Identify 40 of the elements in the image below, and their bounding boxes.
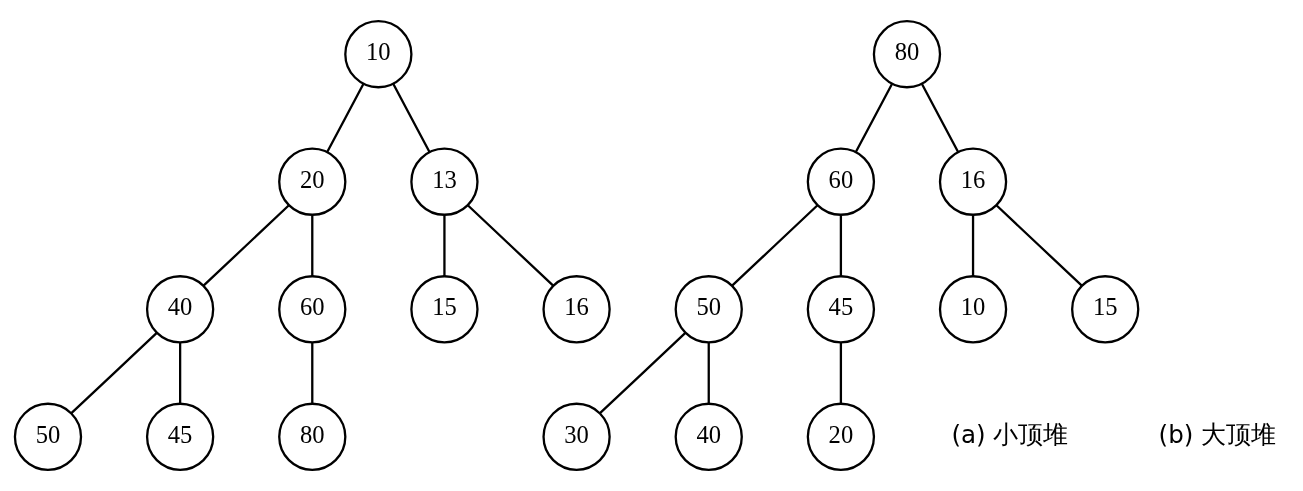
connector [995,204,1083,287]
connector [392,83,431,153]
connector [179,342,182,404]
node-circle: 10 [344,20,413,89]
connector [854,83,893,153]
node-circle: 45 [806,275,876,344]
connector [599,332,686,415]
node-circle: 40 [674,402,743,471]
node-circle: 20 [806,402,876,471]
connector [311,215,314,277]
connector [443,215,446,277]
node-circle: 60 [806,147,876,216]
node-circle: 40 [145,275,215,344]
node-circle: 15 [1071,275,1140,344]
node-circle: 60 [278,275,347,344]
node-circle: 80 [278,402,347,471]
connector [202,204,290,287]
node-circle: 20 [278,147,347,216]
connector [731,204,819,287]
node-circle: 45 [145,402,215,471]
node-circle: 50 [13,402,83,471]
node-circle: 13 [410,147,479,216]
node-circle: 16 [938,147,1008,216]
connector [839,342,843,404]
connector [467,204,554,287]
connector [70,332,158,415]
connector [971,215,975,277]
node-circle: 15 [410,275,479,344]
node-circle: 30 [542,402,611,471]
node-circle: 10 [938,275,1008,344]
connector [326,83,365,153]
connector [839,215,843,277]
connector [311,342,314,404]
label: (b) 大顶堆 [1158,419,1277,449]
node-circle: 80 [872,20,942,89]
connector [707,342,710,404]
node-circle: 50 [674,275,743,344]
label: (a) 小顶堆 [951,419,1069,449]
connector [920,83,960,153]
node-circle: 16 [542,275,611,344]
